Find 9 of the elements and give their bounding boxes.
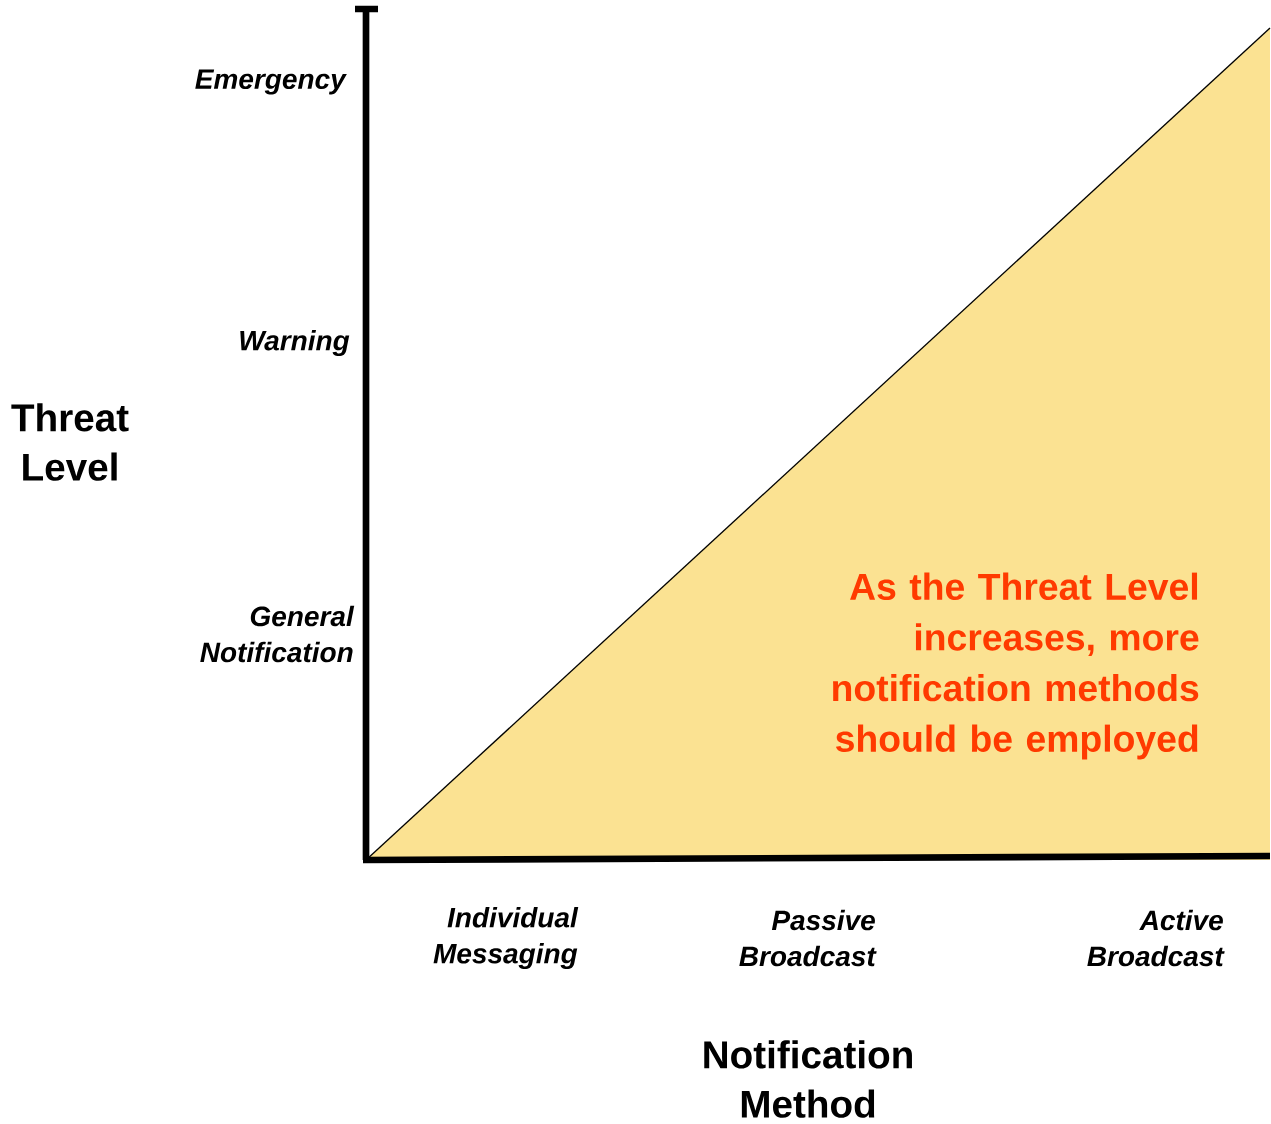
- tick-label: Passive Broadcast: [739, 909, 877, 967]
- axis-title: Threat Level: [11, 403, 129, 481]
- axis-title: Notification Method: [704, 1040, 912, 1118]
- tick-label: Warning: [240, 329, 350, 357]
- tick-label: Emergency: [195, 69, 347, 95]
- tick-label: General Notification: [200, 605, 355, 663]
- tick-label: Individual Messaging: [433, 906, 579, 970]
- callout-text: As the Threat Level increases, more notification methods should be employed: [833, 572, 1199, 760]
- tick-label: Active Broadcast: [1087, 909, 1225, 967]
